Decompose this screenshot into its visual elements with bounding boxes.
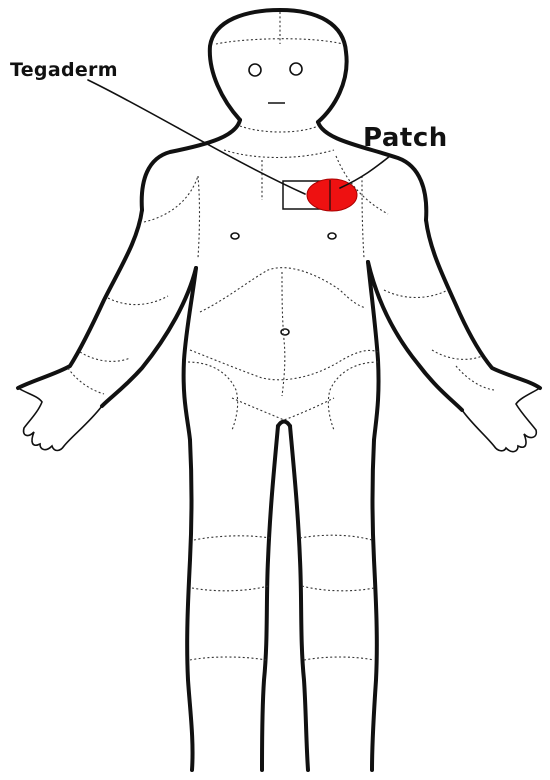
left-nipple — [231, 233, 239, 239]
right-upper-arm-line — [384, 290, 448, 298]
tegaderm-leader-line — [88, 80, 305, 194]
crotch-outline — [278, 422, 290, 427]
left-eye — [249, 64, 261, 76]
right-elbow-line — [432, 350, 482, 359]
navel — [281, 329, 289, 335]
patch-label: Patch — [363, 125, 448, 151]
waist-line — [190, 350, 378, 380]
left-arm-outer-outline — [18, 210, 142, 388]
chest-lower-line — [200, 268, 366, 312]
left-leg-inner-outline — [262, 426, 278, 770]
right-eye — [290, 63, 302, 75]
right-hip-line — [328, 362, 378, 430]
left-wrist-line — [68, 368, 104, 394]
left-upper-arm-line — [108, 296, 168, 305]
right-ankle-line — [304, 657, 374, 660]
left-elbow-line — [80, 352, 130, 361]
left-hand — [18, 388, 102, 451]
collar-line — [224, 150, 334, 158]
left-shoulder-line — [144, 176, 198, 222]
right-leg-inner-outline — [290, 426, 308, 770]
head-outline — [210, 10, 347, 122]
left-knee-lower-line — [192, 586, 268, 591]
left-knee-upper-line — [194, 536, 270, 540]
left-chest-side-line — [198, 176, 200, 258]
neck-line — [240, 126, 318, 132]
right-hand — [462, 388, 540, 452]
right-leg-outer-outline — [372, 440, 377, 770]
right-wrist-line — [456, 366, 494, 390]
left-hip-line — [188, 362, 238, 430]
left-neck-shoulder-outline — [142, 120, 240, 210]
right-chest-side-line — [362, 176, 364, 258]
right-arm-outer-outline — [426, 220, 540, 388]
right-nipple — [328, 233, 336, 239]
right-knee-upper-line — [300, 535, 372, 540]
groin-line — [232, 398, 334, 420]
right-knee-lower-line — [302, 586, 374, 591]
tegaderm-label: Tegaderm — [10, 61, 118, 80]
left-ankle-line — [190, 657, 266, 660]
left-leg-outer-outline — [187, 440, 192, 770]
